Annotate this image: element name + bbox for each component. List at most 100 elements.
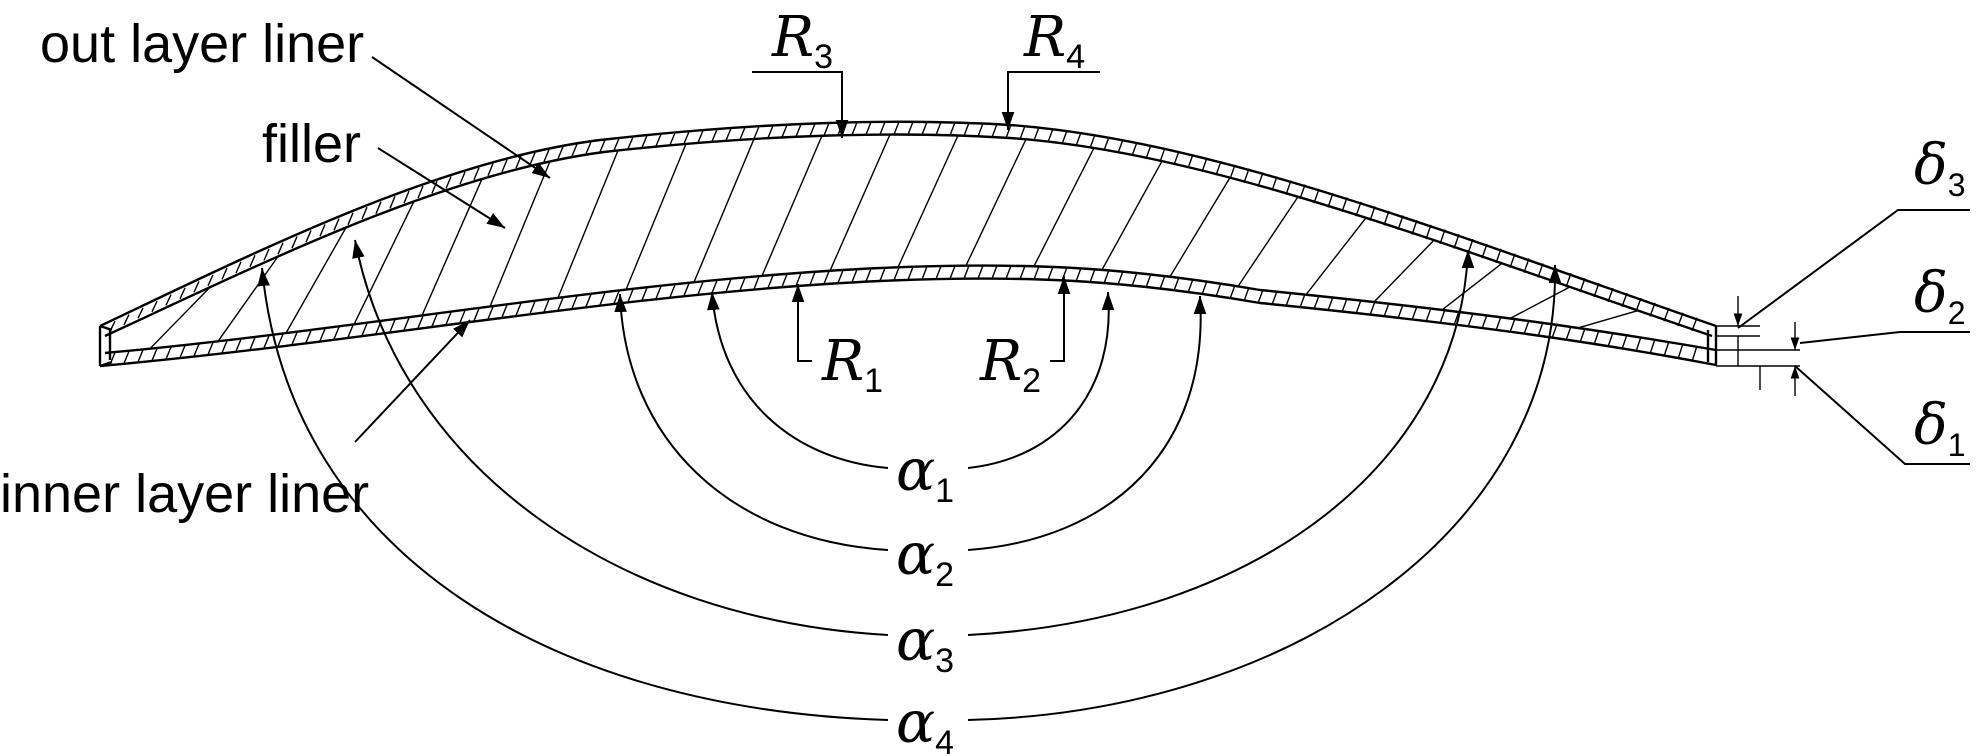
liner-hatch-tick [627,136,634,150]
liner-hatch-tick [641,287,648,301]
liner-hatch-tick [725,128,732,141]
liner-hatch-tick [781,124,788,138]
liner-hatch-tick [767,125,774,139]
liner-hatch-tick [1131,141,1138,157]
filler-leader [377,147,506,229]
liner-hatch-tick [123,314,130,326]
liner-hatch-tick [977,265,984,279]
r2-leader [1050,276,1071,362]
filler-label: filler [262,114,361,174]
liner-hatch-tick [711,129,718,142]
filler-hatch-line [1373,239,1435,303]
liner-hatch-tick [543,149,550,162]
liner-hatch-tick [683,282,690,296]
filler-hatch-line [897,135,959,268]
filler-hatch-line [353,201,415,325]
liner-hatch-tick [1271,176,1278,191]
liner-hatch-tick [725,278,732,292]
liner-hatch-tick [1313,295,1320,310]
liner-hatch-tick [1117,270,1124,285]
filler-hatch-line [421,178,483,316]
liner-hatch-tick [711,280,718,294]
liner-hatch-tick [235,261,242,274]
r1-leader [791,284,812,362]
liner-hatch-tick [417,315,424,329]
liner-hatch-tick [977,123,984,137]
liner-hatch-tick [1355,299,1362,314]
delta3-leader [1737,209,1970,329]
liner-hatch-tick [1411,306,1418,321]
liner-hatch-tick [1033,265,1040,280]
liner-hatch-tick [739,277,746,291]
liner-hatch-tick [1439,309,1446,324]
liner-hatch-tick [879,121,886,135]
liner-hatch-tick [963,122,970,137]
r3-leader [752,71,849,138]
liner-hatch-tick [1089,134,1096,149]
liner-hatch-tick [1411,219,1418,235]
liner-hatch-tick [571,143,578,157]
liner-hatch-tick [277,333,284,347]
liner-hatch-tick [403,317,410,331]
liner-hatching [109,121,1698,365]
liner-hatch-tick [459,171,466,185]
liner-hatch-tick [1509,318,1516,333]
liner-hatch-tick [795,272,802,287]
liner-hatch-tick [347,324,354,338]
liner-hatch-tick [809,271,816,286]
liner-hatch-tick [753,126,760,139]
liner-hatch-tick [893,267,900,281]
filler-hatching [149,134,1639,350]
filler-hatch-line [965,138,1027,266]
liner-hatch-tick [1635,336,1642,352]
liner-hatch-tick [123,350,130,364]
liner-hatch-tick [1173,276,1180,292]
liner-hatch-tick [865,121,872,135]
liner-hatch-tick [445,176,452,189]
liner-hatch-tick [1229,284,1236,300]
liner-hatch-tick [585,294,592,307]
liner-hatch-tick [823,122,830,136]
liner-hatch-tick [109,320,116,332]
liner-hatch-tick [207,274,214,287]
liner-hatch-tick [291,332,298,345]
liner-hatch-tick [193,343,200,357]
liner-hatch-tick [837,270,844,284]
liner-hatch-tick [1495,316,1502,331]
liner-hatch-tick [1145,273,1152,288]
liner-hatch-tick [1243,287,1250,302]
liner-hatch-tick [683,131,690,144]
alpha3-arc [355,240,1469,636]
liner-hatch-tick [1243,168,1250,183]
liner-hatch-tick [1117,139,1124,154]
liner-hatch-tick [543,299,550,313]
liner-hatch-tick [1537,322,1544,337]
liner-hatch-tick [1201,157,1208,172]
delta2-label: δ2 [1914,261,1966,331]
liner-hatch-tick [585,141,592,155]
liner-hatch-tick [1257,172,1264,187]
r2-label: R2 [979,329,1041,400]
liner-hatch-tick [403,190,410,204]
liner-hatch-tick [361,323,368,336]
liner-hatch-tick [907,266,914,281]
liner-hatch-tick [1075,132,1082,147]
liner-hatch-tick [361,206,368,220]
liner-hatch-tick [1607,332,1614,348]
liner-hatch-tick [1663,307,1670,322]
filler-hatch-line [285,227,347,334]
liner-hatch-tick [277,242,284,255]
filler-hatch-line [1237,196,1299,287]
liner-hatch-tick [319,224,326,237]
liner-hatch-tick [501,304,508,318]
liner-hatch-tick [291,236,298,249]
alpha3-label: α3 [896,606,954,680]
liner-hatch-tick [179,287,186,300]
liner-hatch-tick [1621,292,1628,307]
outer-liner-outer-edge [99,120,1717,328]
liner-hatch-tick [851,122,858,136]
liner-hatch-tick [1103,269,1110,284]
liner-hatch-tick [1103,136,1110,151]
alpha1-arc [712,292,1110,469]
